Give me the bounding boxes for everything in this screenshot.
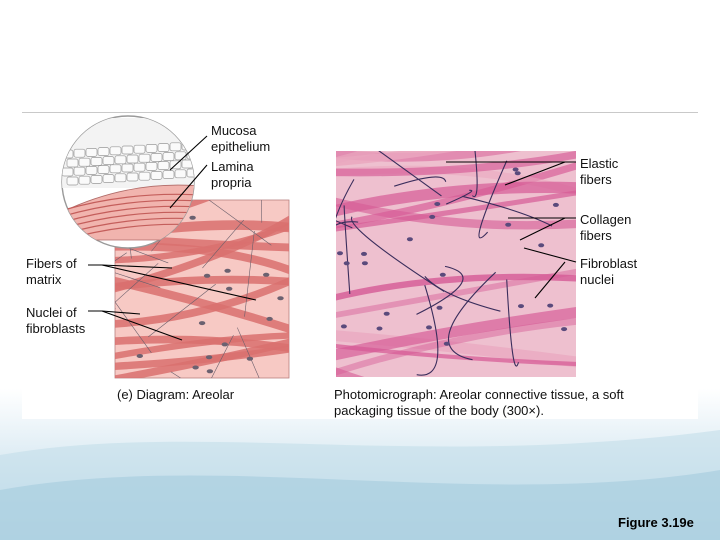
caption-diagram: (e) Diagram: Areolar — [117, 387, 235, 402]
leader-elastic-fibers-2 — [504, 161, 566, 186]
leader-nuclei-of-fibroblasts-2 — [101, 310, 183, 341]
leader-fibroblast-nuclei-1 — [523, 247, 577, 263]
photomicrograph — [336, 151, 576, 377]
leader-lamina-propria — [169, 164, 208, 209]
figure-reference: Figure 3.19e — [618, 515, 694, 530]
leader-mucosa-epithelium — [169, 135, 208, 171]
label-mucosa-epithelium: Mucosa epithelium — [211, 123, 271, 154]
label-elastic-fibers: Elastic fibers — [580, 156, 619, 187]
leader-fibers-of-matrix-2 — [101, 264, 257, 301]
caption-photomicrograph: Photomicrograph: Areolar connective tiss… — [334, 387, 624, 418]
label-nuclei-of-fibroblasts: Nuclei of fibroblasts — [26, 305, 86, 336]
leader-fibroblast-nuclei-2 — [534, 261, 566, 299]
label-collagen-fibers: Collagen fibers — [580, 212, 632, 243]
leader-collagen-fibers-2 — [519, 217, 566, 241]
label-fibers-of-matrix: Fibers of matrix — [26, 256, 77, 287]
label-lamina-propria: Lamina propria — [211, 159, 254, 190]
label-fibroblast-nuclei: Fibroblast nuclei — [580, 256, 638, 287]
leader-fibers-of-matrix-1 — [88, 264, 173, 269]
mucosa-inset-circle — [61, 115, 195, 249]
leader-nuclei-of-fibroblasts-1 — [88, 310, 141, 315]
panel-top-rule — [22, 112, 698, 113]
